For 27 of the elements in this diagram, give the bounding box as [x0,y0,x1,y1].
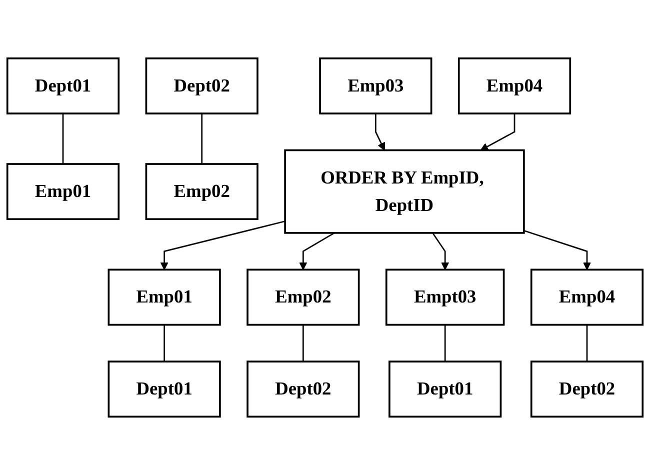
node-box: Dept01 [6,58,120,115]
node-box: Emp02 [246,269,360,326]
arrow [299,232,335,271]
arrow [524,230,592,271]
node-box: Emp01 [6,164,120,221]
node-box: Emp01 [108,269,221,326]
connector [586,325,588,362]
node-box: Dept02 [246,361,360,418]
connector [164,325,166,362]
node-box: Emp04 [458,58,572,115]
node-box: Empt03 [385,269,505,326]
node-box: Dept01 [108,361,221,418]
arrow [432,233,450,271]
connector [201,114,203,164]
node-box: ORDER BY EmpID, DeptID [284,150,525,234]
arrow [160,221,286,271]
arrow [374,114,386,152]
arrow [480,114,516,152]
connector [302,325,304,362]
node-box: Emp04 [530,269,644,326]
connector [62,114,64,164]
node-box: Emp02 [145,164,258,221]
node-box: Emp03 [319,58,432,115]
node-box: Dept01 [388,361,502,418]
node-box: Dept02 [145,58,258,115]
connector [444,325,446,362]
node-box: Dept02 [530,361,644,418]
